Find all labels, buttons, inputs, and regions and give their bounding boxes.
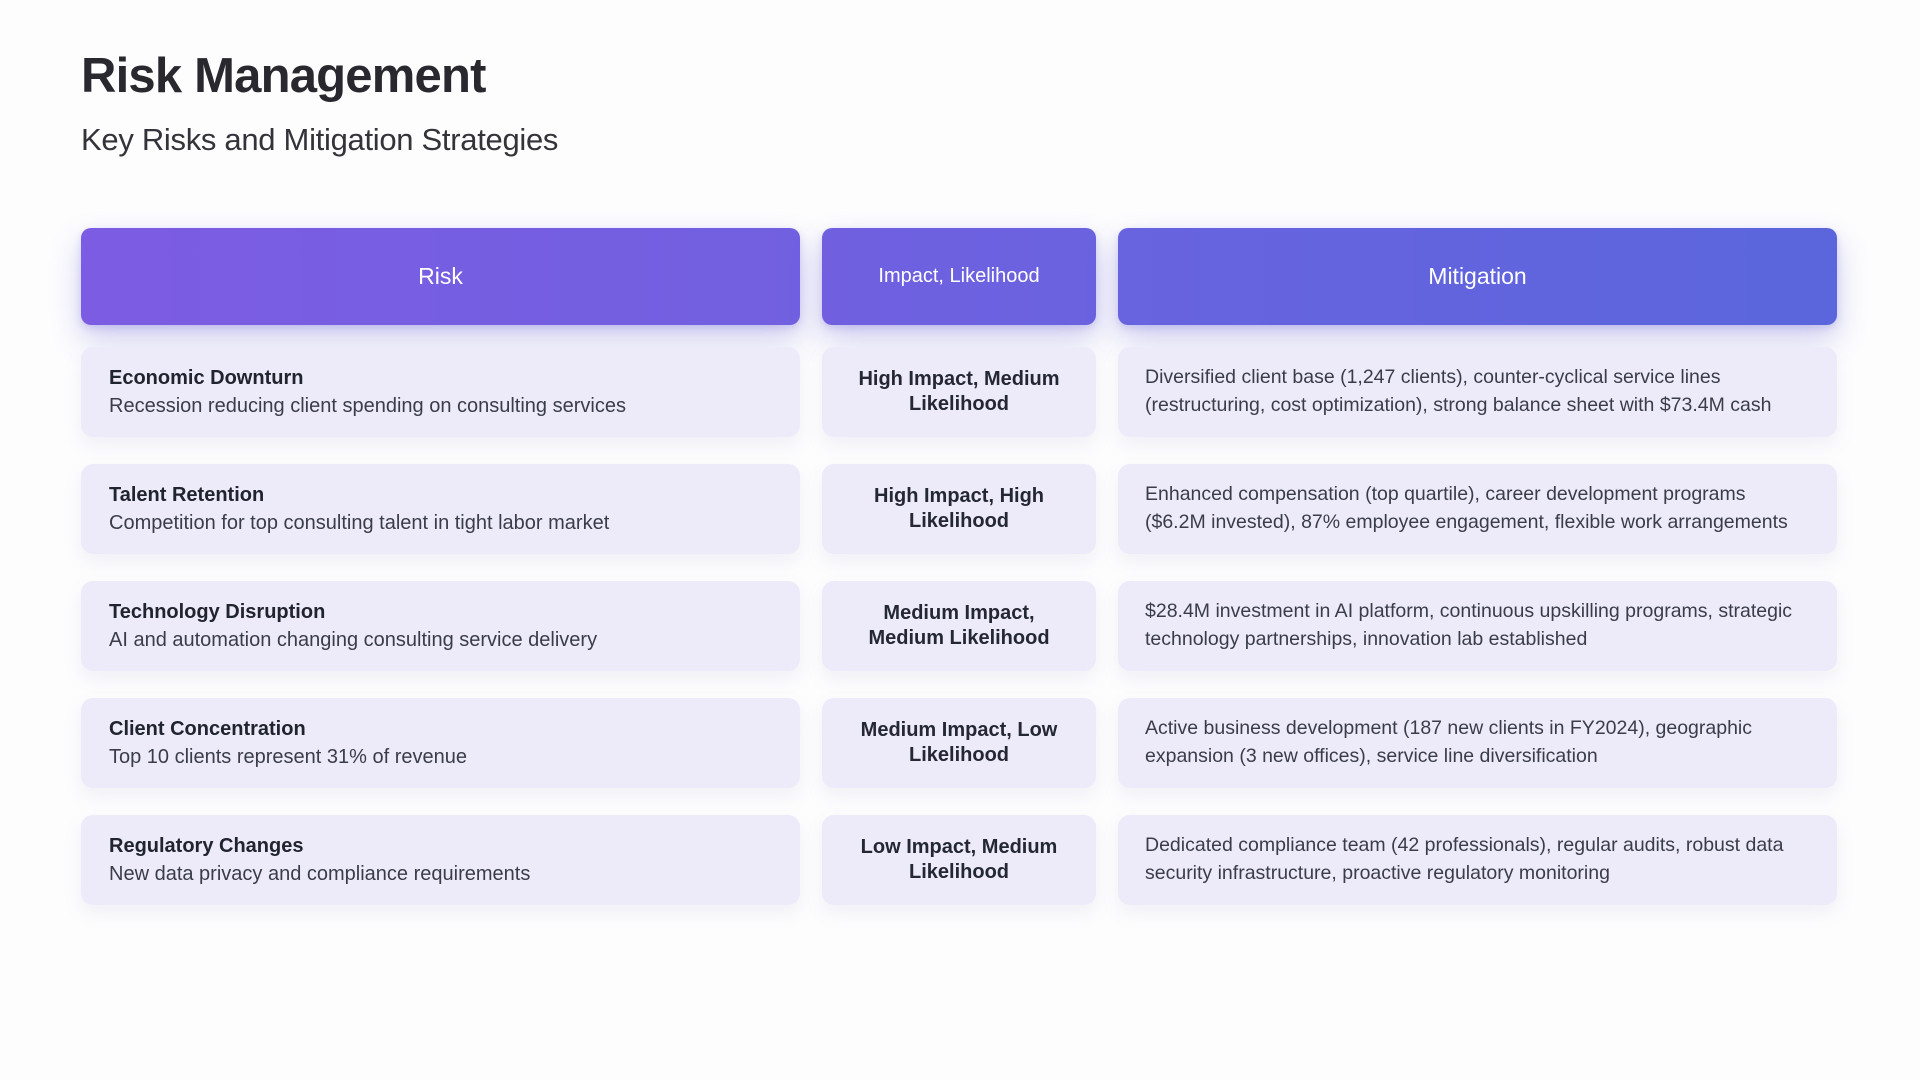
page-title: Risk Management	[81, 49, 486, 103]
risk-title: Talent Retention	[109, 483, 265, 506]
risk-title: Technology Disruption	[109, 600, 326, 623]
impact-cell: Medium Impact, Medium Likelihood	[822, 581, 1096, 671]
risk-table: Risk Impact, Likelihood Mitigation Econo…	[81, 228, 1838, 932]
header-impact-likelihood: Impact, Likelihood	[822, 228, 1096, 325]
mitigation-cell: Diversified client base (1,247 clients),…	[1118, 347, 1837, 437]
risk-description: New data privacy and compliance requirem…	[109, 862, 531, 885]
mitigation-cell: Active business development (187 new cli…	[1118, 698, 1837, 788]
risk-title: Economic Downturn	[109, 366, 304, 389]
risk-cell: Regulatory Changes New data privacy and …	[81, 815, 800, 905]
header-mitigation: Mitigation	[1118, 228, 1837, 325]
risk-title: Client Concentration	[109, 717, 306, 740]
mitigation-cell: Dedicated compliance team (42 profession…	[1118, 815, 1837, 905]
risk-description: AI and automation changing consulting se…	[109, 628, 598, 651]
table-header-row: Risk Impact, Likelihood Mitigation	[81, 228, 1838, 325]
page-subtitle: Key Risks and Mitigation Strategies	[81, 122, 559, 157]
impact-cell: High Impact, High Likelihood	[822, 464, 1096, 554]
impact-cell: Medium Impact, Low Likelihood	[822, 698, 1096, 788]
risk-description: Competition for top consulting talent in…	[109, 511, 610, 534]
risk-cell: Economic Downturn Recession reducing cli…	[81, 347, 800, 437]
table-row: Talent Retention Competition for top con…	[81, 464, 1838, 554]
risk-description: Top 10 clients represent 31% of revenue	[109, 745, 467, 768]
risk-cell: Talent Retention Competition for top con…	[81, 464, 800, 554]
risk-description: Recession reducing client spending on co…	[109, 394, 626, 417]
impact-cell: High Impact, Medium Likelihood	[822, 347, 1096, 437]
table-row: Client Concentration Top 10 clients repr…	[81, 698, 1838, 788]
mitigation-cell: Enhanced compensation (top quartile), ca…	[1118, 464, 1837, 554]
mitigation-cell: $28.4M investment in AI platform, contin…	[1118, 581, 1837, 671]
table-row: Regulatory Changes New data privacy and …	[81, 815, 1838, 905]
header-risk: Risk	[81, 228, 800, 325]
impact-cell: Low Impact, Medium Likelihood	[822, 815, 1096, 905]
risk-title: Regulatory Changes	[109, 834, 304, 857]
risk-cell: Technology Disruption AI and automation …	[81, 581, 800, 671]
table-row: Economic Downturn Recession reducing cli…	[81, 347, 1838, 437]
table-row: Technology Disruption AI and automation …	[81, 581, 1838, 671]
risk-cell: Client Concentration Top 10 clients repr…	[81, 698, 800, 788]
